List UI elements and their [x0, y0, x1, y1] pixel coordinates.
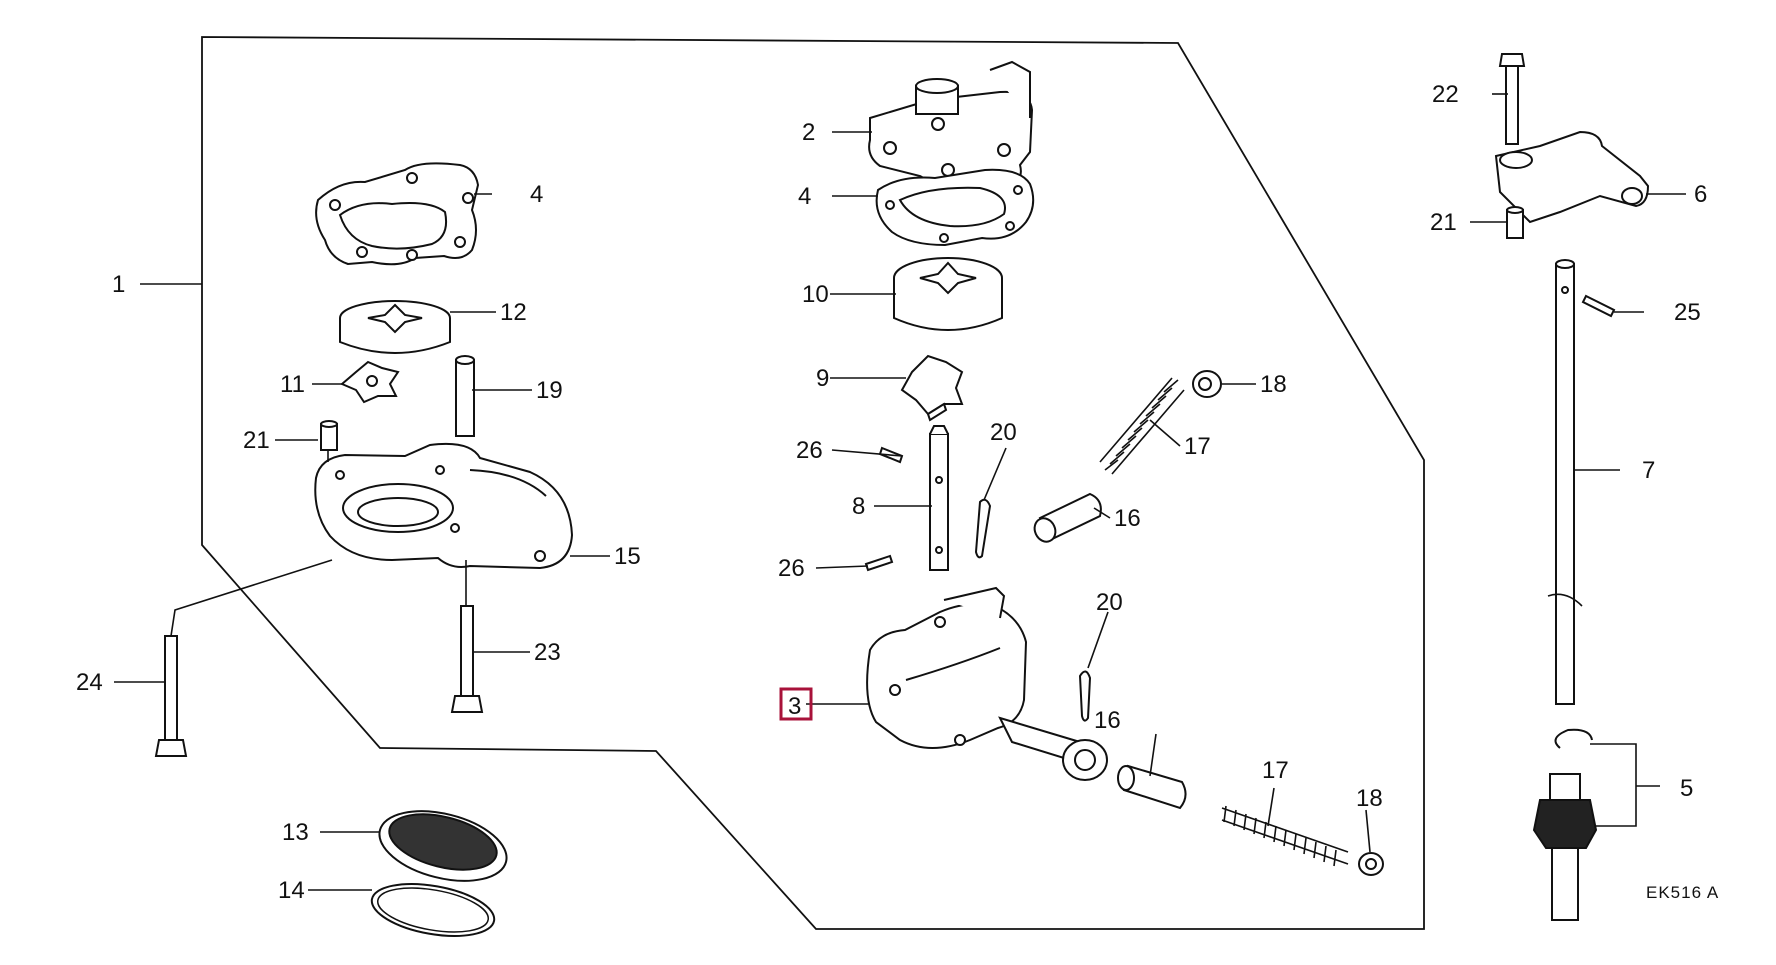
distributor-drive-gear-5[interactable]: [1532, 773, 1598, 921]
inner-rotor-center[interactable]: [900, 354, 964, 422]
callout-25: 25: [1674, 299, 1701, 326]
relief-piston-16-upper[interactable]: [1031, 492, 1102, 545]
callout-15: 15: [614, 543, 641, 570]
callout-11: 11: [280, 371, 305, 398]
outer-rotor-center[interactable]: [893, 257, 1003, 331]
callout-3-highlight-box: [779, 687, 813, 721]
callout-12: 12: [500, 299, 527, 326]
drive-shaft-7[interactable]: [1547, 259, 1583, 705]
bolt-23[interactable]: [450, 605, 484, 713]
relief-piston-16-lower[interactable]: [1117, 764, 1187, 810]
callout-16-lower: 16: [1094, 707, 1121, 734]
callout-26-lower: 26: [778, 555, 805, 582]
pump-gasket-left[interactable]: [315, 162, 480, 266]
callout-9: 9: [816, 365, 829, 392]
callout-6: 6: [1694, 181, 1707, 208]
inner-rotor-left[interactable]: [340, 360, 400, 404]
leader-bolt-24-to-housing: [170, 559, 333, 637]
callout-20-upper: 20: [990, 419, 1017, 446]
callout-5: 5: [1680, 775, 1693, 802]
callout-21-left: 21: [243, 427, 270, 454]
bolt-22[interactable]: [1498, 53, 1526, 145]
leader-lines: [114, 93, 1686, 891]
dowel-pin-19[interactable]: [455, 355, 475, 437]
pump-body-3[interactable]: [866, 586, 1108, 781]
callout-19: 19: [536, 377, 563, 404]
callout-8: 8: [852, 493, 865, 520]
callout-2: 2: [802, 119, 815, 146]
dowel-pin-21-left[interactable]: [320, 420, 338, 451]
pump-housing-left[interactable]: [314, 442, 574, 570]
callout-7: 7: [1642, 457, 1655, 484]
callout-16-upper: 16: [1114, 505, 1141, 532]
spring-pin-25[interactable]: [1581, 294, 1616, 318]
sealing-cap-18-lower[interactable]: [1358, 852, 1384, 876]
callout-21-right: 21: [1430, 209, 1457, 236]
callout-1: 1: [112, 271, 125, 298]
callout-20-lower: 20: [1096, 589, 1123, 616]
spring-pin-26-lower[interactable]: [864, 554, 894, 572]
snap-ring-14[interactable]: [368, 876, 498, 945]
callout-14: 14: [278, 877, 305, 904]
outer-rotor-left[interactable]: [339, 300, 451, 354]
pump-shaft-8[interactable]: [929, 425, 949, 571]
callout-13: 13: [282, 819, 309, 846]
pump-cover-2[interactable]: [868, 60, 1034, 194]
cotter-pin-20-lower[interactable]: [1078, 670, 1092, 722]
callout-23: 23: [534, 639, 561, 666]
dowel-pin-21-right[interactable]: [1506, 206, 1524, 239]
drawing-code: EK516 A: [1646, 883, 1719, 902]
callout-4-left: 4: [530, 181, 543, 208]
callout-18-lower: 18: [1356, 785, 1383, 812]
oil-strainer-screen[interactable]: [372, 799, 514, 893]
callout-10: 10: [802, 281, 829, 308]
snap-ring-5[interactable]: [1554, 728, 1593, 749]
callout-18-upper: 18: [1260, 371, 1287, 398]
sealing-cap-18-upper[interactable]: [1192, 370, 1222, 398]
pump-gasket-center[interactable]: [875, 168, 1035, 247]
callout-17-upper: 17: [1184, 433, 1211, 460]
callout-26-upper: 26: [796, 437, 823, 464]
callout-3: 3: [788, 693, 801, 720]
callout-4-center: 4: [798, 183, 811, 210]
relief-spring-17-upper[interactable]: [1099, 377, 1185, 475]
callout-labels: 1 2 3 4 4 5 6 7 8 9 10 11 12 13 14 15 16…: [76, 81, 1719, 904]
relief-spring-17-lower[interactable]: [1221, 805, 1349, 867]
callout-17-lower: 17: [1262, 757, 1289, 784]
bolt-24[interactable]: [154, 635, 188, 757]
shaft-bracket-6[interactable]: [1494, 130, 1650, 224]
callout-22: 22: [1432, 81, 1459, 108]
callout-24: 24: [76, 669, 103, 696]
cotter-pin-20-upper[interactable]: [974, 498, 992, 559]
assembly-frame: [201, 36, 1425, 930]
